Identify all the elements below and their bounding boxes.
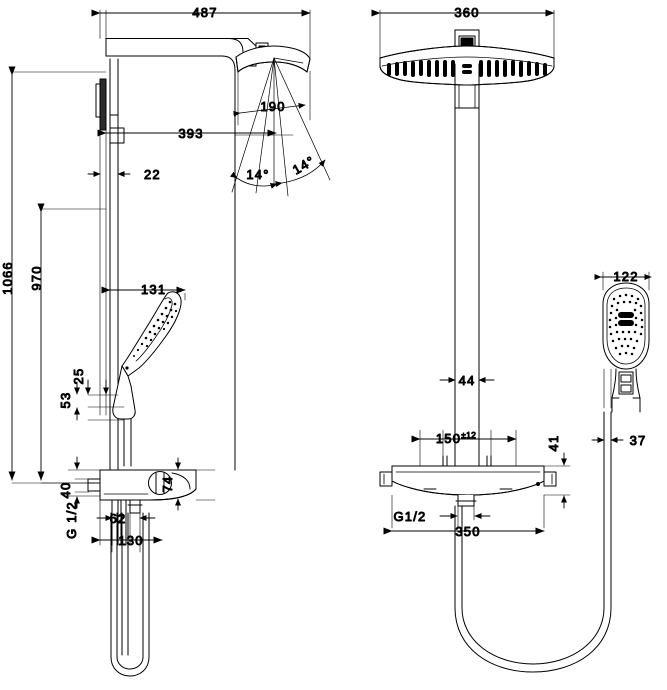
dim-22-label: 22: [144, 167, 161, 182]
front-overhead-shower: [379, 45, 555, 86]
front-riser: [454, 63, 480, 471]
front-view-product: [379, 29, 650, 673]
dim-44-label: 44: [459, 373, 476, 388]
dim-angle-right-label: 14°: [290, 153, 318, 178]
dim-350: 350: [383, 524, 545, 540]
dim-190-label: 190: [260, 99, 285, 114]
side-slider-bracket: [109, 127, 125, 144]
dim-487-label: 487: [192, 5, 217, 20]
dim-130-label: 130: [118, 533, 143, 548]
dim-150-tolerance: ±12: [461, 430, 476, 440]
side-wall-bracket: [95, 78, 107, 131]
side-handshower: [112, 291, 182, 420]
dim-360-label: 360: [454, 5, 479, 20]
dim-41-label: 41: [546, 435, 561, 452]
dim-62: 62: [96, 511, 156, 527]
dim-122-label: 122: [613, 269, 638, 284]
dim-angle-left-label: 14°: [246, 167, 269, 182]
dim-487: 487: [91, 5, 311, 21]
dim-970: 970: [29, 203, 45, 481]
dim-angle-right: 14°: [275, 152, 326, 188]
side-hose-upper: [123, 418, 132, 467]
dim-122: 122: [594, 269, 652, 285]
dim-150-value: 150: [436, 431, 461, 446]
front-view-dimensions: 360 44 150±12 41 G1/2: [371, 5, 612, 540]
dim-360: 360: [371, 5, 555, 21]
front-handshower: [602, 282, 650, 413]
dim-53: 53: [58, 381, 80, 421]
side-overhead-shower: [235, 42, 311, 73]
dim-74-label: 74: [160, 476, 175, 493]
dim-37-label: 37: [630, 433, 647, 448]
side-thread-label: G 1/2: [64, 501, 79, 539]
dim-41: 41: [546, 434, 567, 509]
side-view-dimensions: 487 393 190 1066 970 22: [0, 5, 331, 553]
dim-22: 22: [87, 167, 161, 183]
dim-44: 44: [439, 373, 495, 389]
handshower-dimensions: 122 37: [591, 269, 652, 449]
dim-40-label: 40: [58, 482, 73, 499]
side-thread-callout: G 1/2: [64, 482, 101, 539]
dim-53-label: 53: [58, 392, 73, 409]
front-valve-body: [379, 465, 557, 507]
dim-970-label: 970: [29, 265, 44, 290]
dim-62-label: 62: [110, 511, 127, 526]
dim-74: 74: [160, 457, 181, 511]
dim-350-label: 350: [455, 524, 480, 539]
dim-130: 130: [91, 533, 163, 549]
dim-angle-left: 14°: [229, 167, 278, 189]
dim-37: 37: [591, 433, 647, 449]
front-hose: [454, 411, 612, 673]
dim-25: 25: [71, 367, 109, 395]
dim-131-label: 131: [141, 282, 166, 297]
front-thread-label: G1/2: [394, 509, 427, 524]
dim-131: 131: [101, 282, 186, 298]
dim-190: 190: [233, 99, 306, 117]
dim-1066: 1066: [0, 66, 16, 481]
dim-150-label: 150±12: [436, 430, 476, 446]
dim-40: 40: [58, 456, 80, 509]
dim-393: 393: [97, 126, 277, 142]
front-thread-callout: G1/2: [393, 509, 491, 525]
dim-393-label: 393: [178, 126, 203, 141]
side-valve-body: [87, 469, 197, 514]
dim-150: 150±12: [411, 430, 517, 447]
front-inlet-stubs: [442, 455, 492, 467]
dim-25-label: 25: [71, 368, 86, 385]
spray-cone-lines: [231, 57, 331, 197]
dim-1066-label: 1066: [0, 261, 15, 295]
